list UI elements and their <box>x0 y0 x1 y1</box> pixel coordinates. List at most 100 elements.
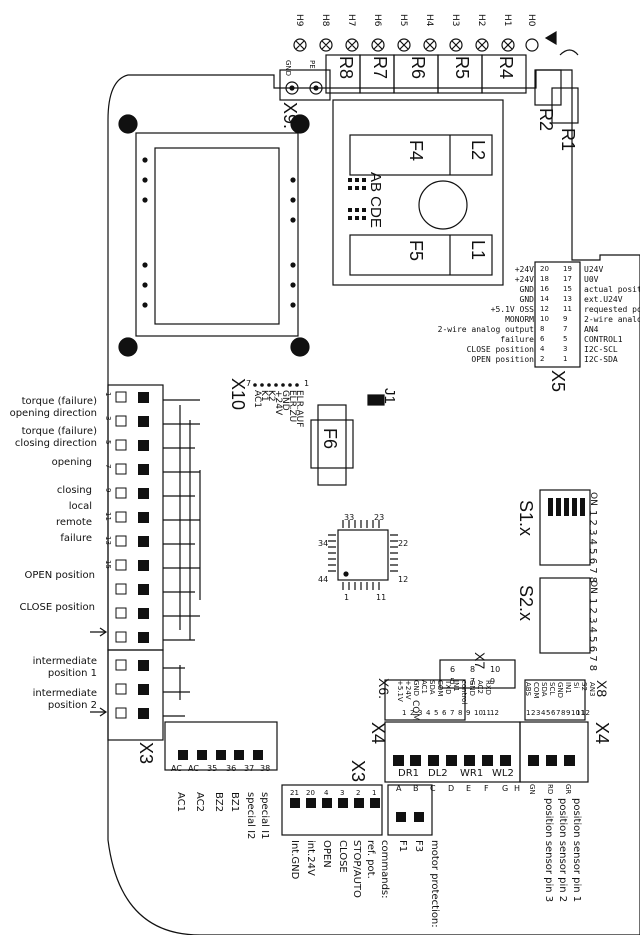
ic-chip <box>328 520 398 590</box>
label-torque-close-1: torque (failure) <box>21 426 97 437</box>
x5-pin: 13 <box>563 295 572 303</box>
x9-pin-pe: PE <box>308 60 316 69</box>
x7-pin: 9 <box>490 677 496 686</box>
x4-letter: G <box>502 784 509 793</box>
x8-num: 7 <box>556 709 561 717</box>
x8-num: 3 <box>536 709 541 717</box>
x3-left-term: 36 <box>226 764 237 773</box>
label-intermediate-1a: intermediate <box>32 656 97 667</box>
x8-pin-label: SDA <box>540 682 548 697</box>
x5-pin: 2 <box>540 355 545 363</box>
board-outline <box>107 69 640 935</box>
x6-pin-label: +24V <box>404 680 412 700</box>
x6-num: 5 <box>434 709 439 717</box>
x5-pin: 12 <box>540 305 549 313</box>
x7-pin: 6 <box>450 665 456 674</box>
label-intermediate-2a: intermediate <box>32 688 97 699</box>
x5-label-3: I2C-SCL <box>584 345 618 354</box>
x3-mid-term: 2 <box>356 789 361 797</box>
x3-mid-label: X3 <box>348 760 368 783</box>
inductor-l2-label: L2 <box>468 140 488 161</box>
fuse-f5-label: F5 <box>406 240 426 262</box>
x5-label-15: actual posit <box>584 285 640 294</box>
label-int-gnd: Int.GND <box>289 840 300 880</box>
j1-jumper <box>367 394 385 406</box>
x5-label-16: GND <box>519 285 534 294</box>
x5-pin: 1 <box>563 355 568 363</box>
label-int-24v: int.24V <box>305 840 316 876</box>
x5-label-20: +24V <box>514 265 534 274</box>
x6-label: X6. <box>376 678 392 700</box>
relay-r8: R8 <box>336 56 356 80</box>
x3-mid-term: 4 <box>324 789 329 797</box>
x8-num: 6 <box>551 709 556 717</box>
x5-pin: 5 <box>563 335 568 343</box>
ic-pin-1: 1 <box>344 593 350 602</box>
x7-connector <box>439 659 516 689</box>
x5-label-8: 2-wire analog output <box>437 325 534 334</box>
x3-mid-terminal <box>281 784 383 836</box>
x6-num: 2 <box>410 709 415 717</box>
x4-label-dl2: DL2 <box>428 768 448 779</box>
x5-pin: 19 <box>563 265 572 273</box>
x8-num: 8 <box>561 709 566 717</box>
label-position-sensor-3: position sensor pin 3 <box>543 798 554 903</box>
x6-extra-label: RXD <box>484 680 492 696</box>
x8-pin-label: S2 <box>580 682 588 691</box>
x8-num: 9 <box>566 709 571 717</box>
label-opening: opening <box>51 457 92 468</box>
label-torque-open-1: torque (failure) <box>21 396 97 407</box>
label-position-sensor-1: position sensor pin 1 <box>571 798 582 903</box>
label-intermediate-1b: position 1 <box>47 668 97 679</box>
x8-num: 10 <box>571 709 580 717</box>
header-pin-h8: H8 <box>320 14 330 27</box>
dip-s1-numbers: 1 2 3 4 5 6 7 8 <box>587 510 598 584</box>
x5-label-2: OPEN position <box>471 355 534 364</box>
x8-num: 4 <box>541 709 546 717</box>
x5-pin: 9 <box>563 315 568 323</box>
dip-s2-label: S2.x <box>516 585 536 622</box>
ic-pin-33: 33 <box>344 513 355 522</box>
x5-pin: 8 <box>540 325 545 333</box>
x4-left-label: X4 <box>368 722 388 745</box>
x10-pins <box>253 383 299 387</box>
ic-pin-34: 34 <box>318 539 329 548</box>
relay-blocks <box>325 54 527 94</box>
x7-pin: 7 <box>470 677 476 686</box>
x6-num: 8 <box>458 709 463 717</box>
ic-pin-12: 12 <box>398 575 409 584</box>
x5-pin: 18 <box>540 275 549 283</box>
relay-r4: R4 <box>496 56 516 80</box>
x9-terminal <box>279 69 331 101</box>
x4-label-dr1: DR1 <box>398 768 420 779</box>
label-open-position: OPEN position <box>24 570 96 581</box>
x3-left-terminal <box>164 721 278 771</box>
label-closing: closing <box>56 485 92 496</box>
x6-pin-label: +5.1V <box>396 680 404 702</box>
x5-pin: 7 <box>563 325 568 333</box>
header-pin-h2: H2 <box>476 14 486 27</box>
term-num: 15 <box>104 560 112 569</box>
x4-right-rd: RD <box>546 784 554 795</box>
x6-num: 12 <box>490 709 499 717</box>
x6-num: 1 <box>402 709 407 717</box>
x5-pin: 6 <box>540 335 545 343</box>
x8-num: 5 <box>546 709 551 717</box>
relay-r7: R7 <box>370 56 390 80</box>
x3-mid-term: 1 <box>372 789 377 797</box>
header-pin-h7: H7 <box>346 14 356 27</box>
x3-left-term: AC <box>188 764 199 773</box>
label-open: OPEN <box>321 840 332 868</box>
x8-pin-label: Si <box>572 682 580 689</box>
term-num: 7 <box>104 464 112 469</box>
transformer <box>118 114 310 357</box>
jumper-j1-label: J1 <box>381 388 398 404</box>
x6-extra-label: IN1 <box>452 680 460 692</box>
x5-label: X5 <box>548 370 568 393</box>
label-commands: commands: <box>379 840 390 899</box>
header-pin-h6: H6 <box>372 14 382 27</box>
x3-mid-term: 3 <box>340 789 345 797</box>
x7-pin: 10 <box>490 665 501 674</box>
x5-label-7: AN4 <box>584 325 599 334</box>
label-ac2: AC2 <box>194 792 205 813</box>
